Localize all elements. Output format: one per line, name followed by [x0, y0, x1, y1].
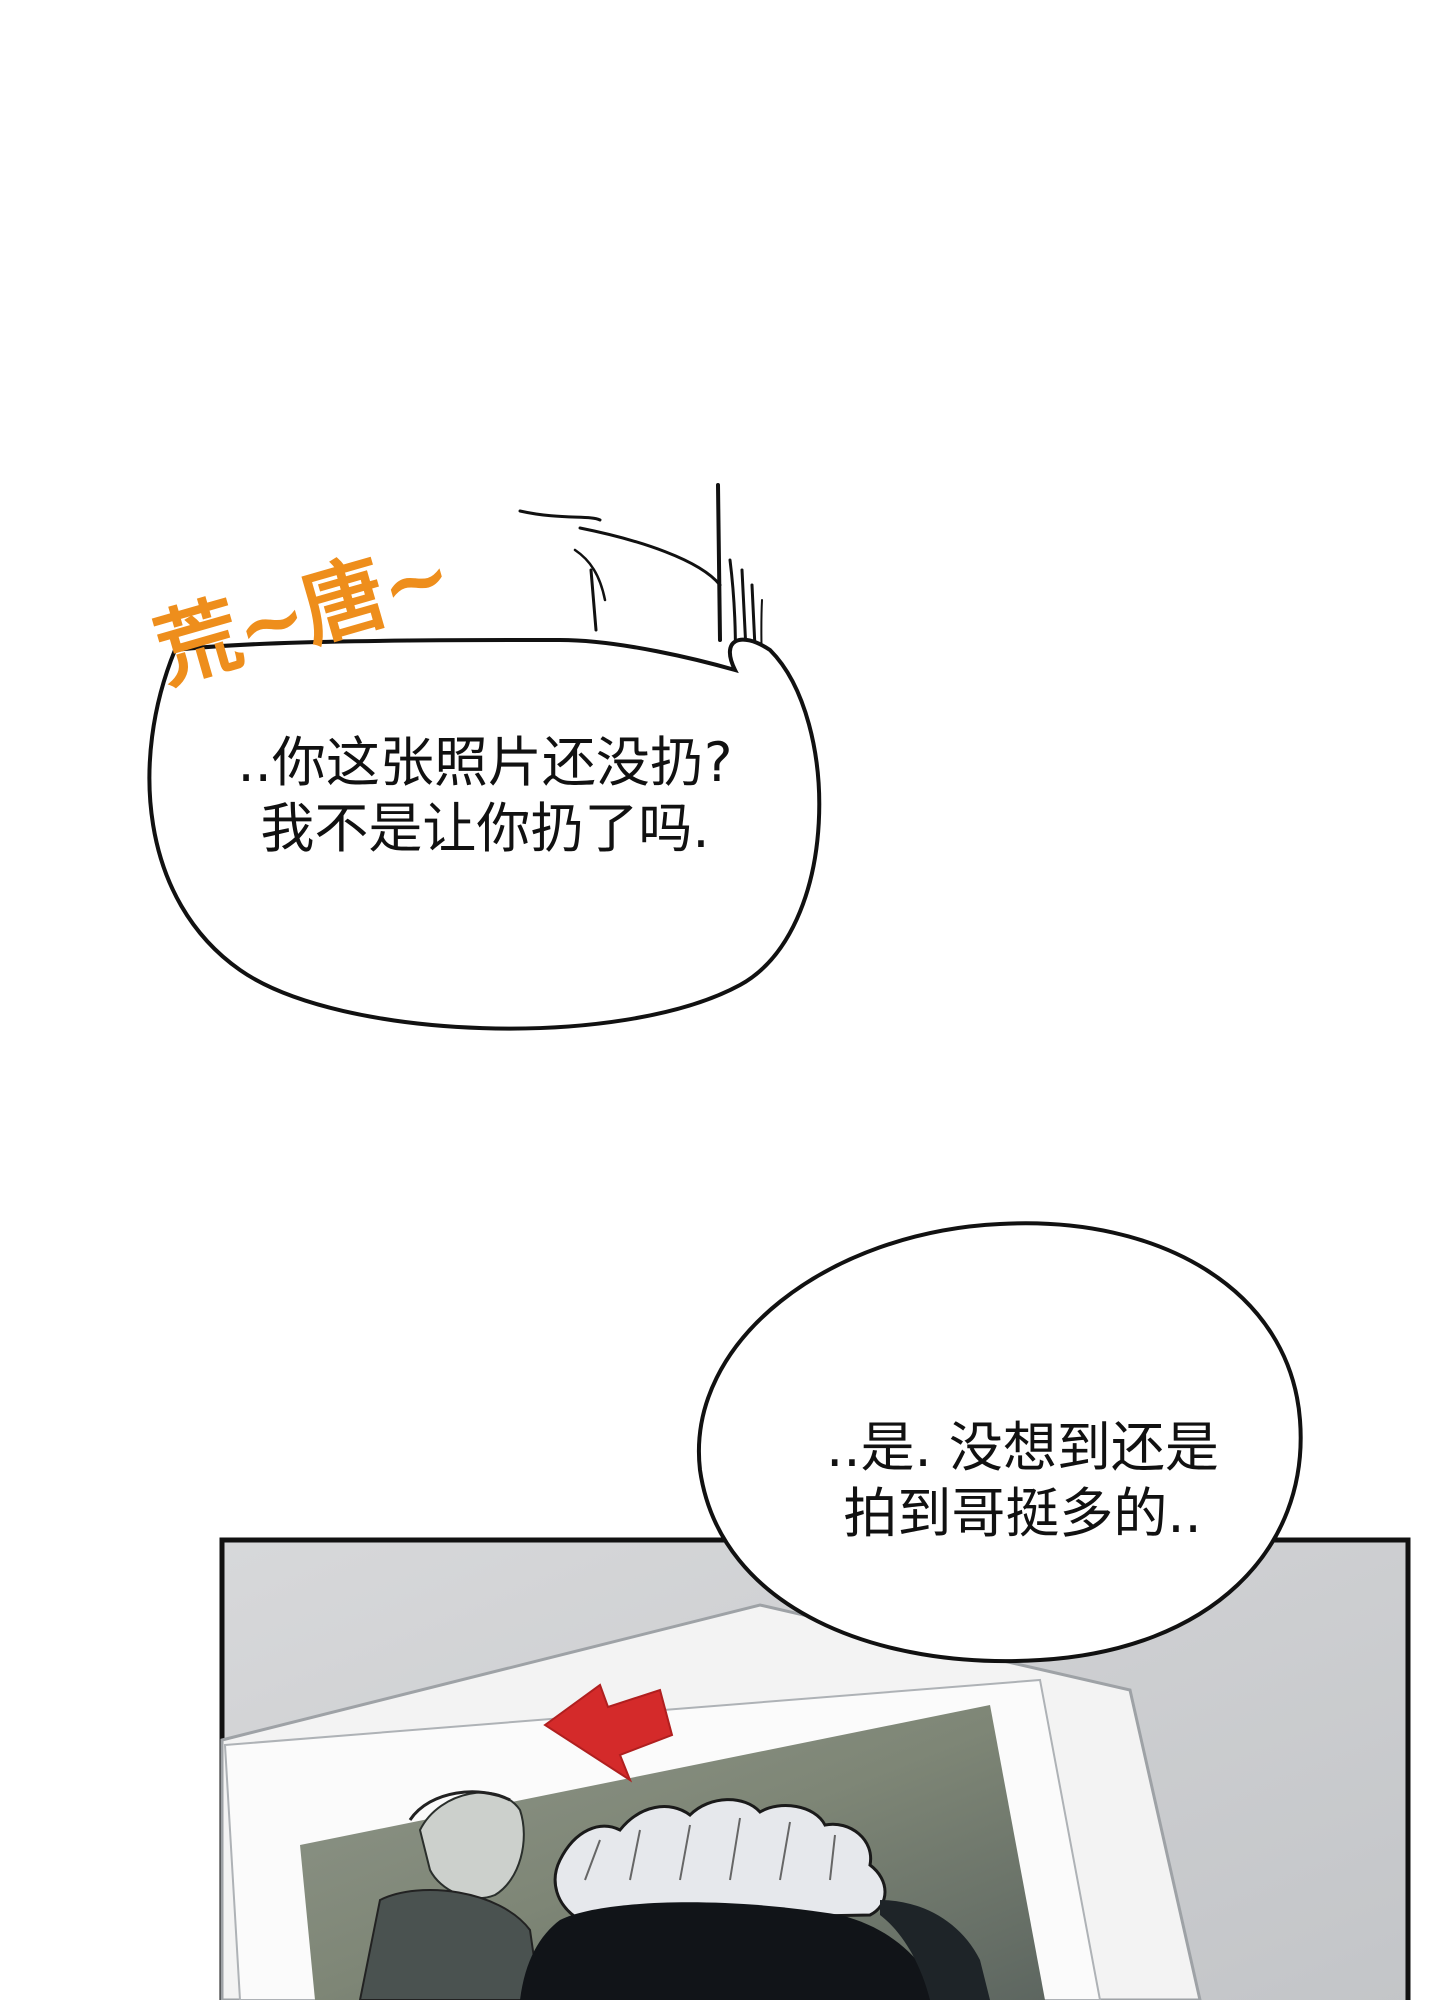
- bubble2-line2: 拍到哥挺多的..: [843, 1481, 1202, 1545]
- red-arrow-icon: [543, 1683, 674, 1783]
- maid-figure: [520, 1798, 990, 2000]
- bubble1-line1: ..你这张照片还没扔?: [237, 731, 733, 794]
- bubble1-line2: 我不是让你扔了吗.: [260, 796, 710, 860]
- speech-bubble-2-text: ..是. 没想到还是 拍到哥挺多的..: [735, 1415, 1310, 1547]
- bubble2-line1: ..是. 没想到还是: [826, 1416, 1219, 1479]
- man-figure: [358, 1790, 542, 2000]
- speech-bubble-1-text: ..你这张照片还没扔? 我不是让你扔了吗.: [160, 730, 810, 862]
- speech-bubble-1: [147, 637, 822, 1031]
